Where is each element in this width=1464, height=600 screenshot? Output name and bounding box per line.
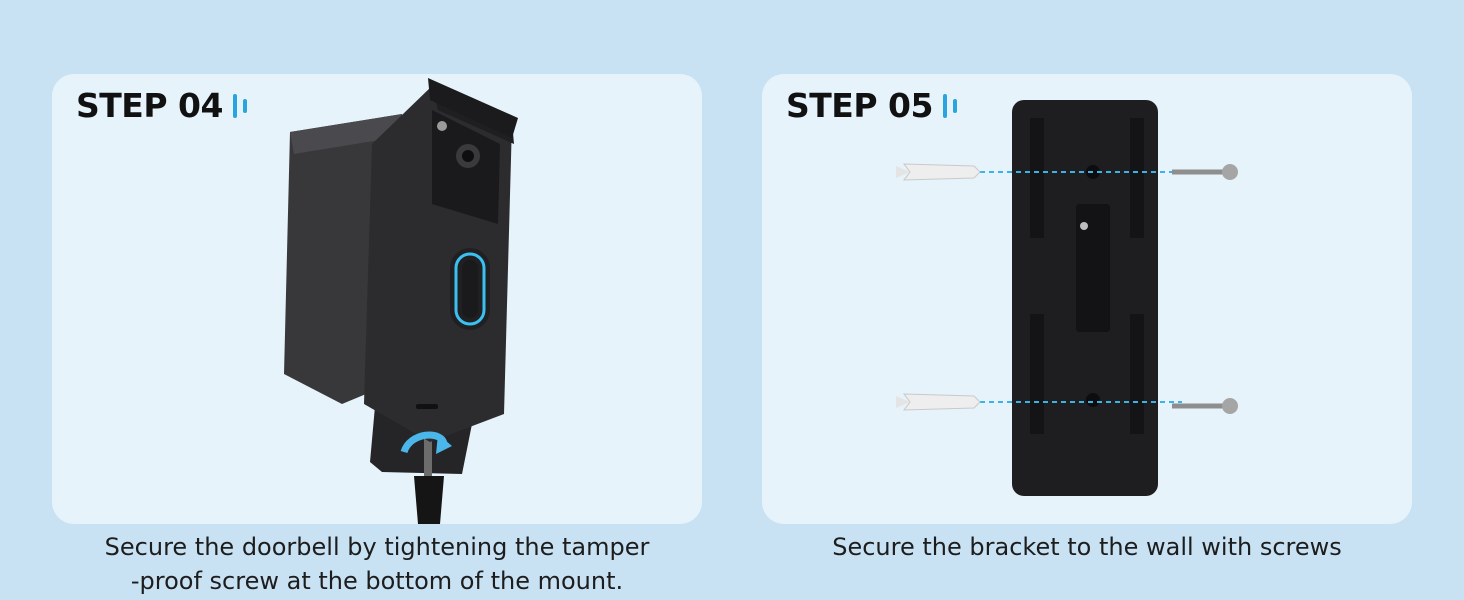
doorbell-illustration <box>284 78 518 524</box>
step-04-title: STEP 04 <box>76 86 255 125</box>
step-05-label: STEP 05 <box>786 86 933 125</box>
screw-icon <box>1172 164 1238 180</box>
step-05-title: STEP 05 <box>786 86 965 125</box>
step-04-panel: STEP 04 <box>52 74 702 524</box>
step-05-panel: STEP 05 <box>762 74 1412 524</box>
light-sensor-icon <box>437 121 447 131</box>
screwdriver-icon <box>414 434 444 524</box>
wall-anchor-icon <box>896 163 981 181</box>
bracket-illustration <box>896 100 1238 496</box>
signal-bars-icon <box>942 93 957 118</box>
doorbell-button-icon <box>454 252 486 326</box>
caption-line: -proof screw at the bottom of the mount. <box>130 567 624 595</box>
wall-anchor-icon <box>896 393 981 411</box>
screw-icon <box>1172 398 1238 414</box>
caption-line: Secure the bracket to the wall with scre… <box>832 533 1342 561</box>
caption-line: Secure the doorbell by tightening the ta… <box>104 533 650 561</box>
step-04-caption: Secure the doorbell by tightening the ta… <box>52 530 702 598</box>
step-05-caption: Secure the bracket to the wall with scre… <box>762 530 1412 564</box>
step-04-label: STEP 04 <box>76 86 223 125</box>
signal-bars-icon <box>232 93 247 118</box>
